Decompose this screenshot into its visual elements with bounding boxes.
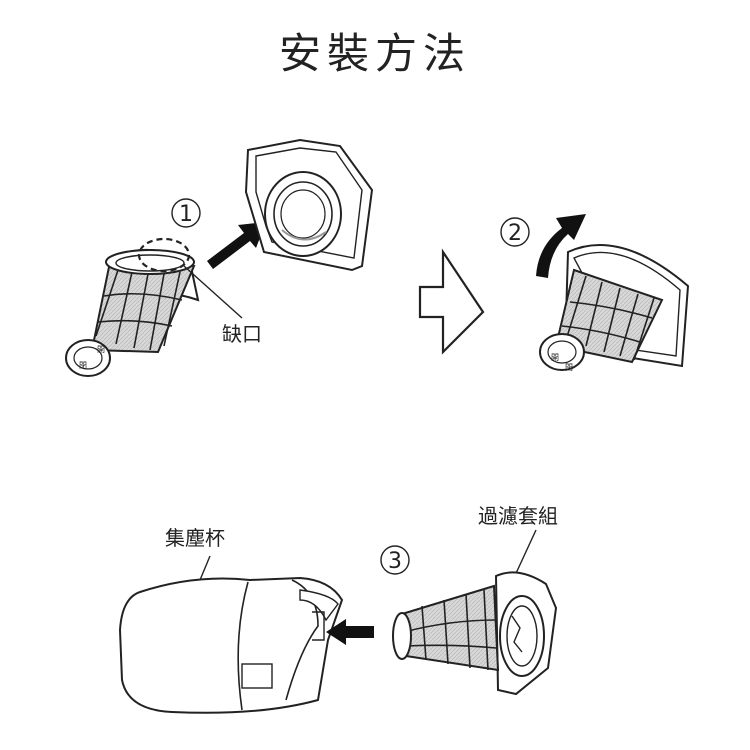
filter-seat [244,138,374,272]
assembled-filter: 開 閉 [539,244,690,372]
filter-set-label: 過濾套組 [478,504,558,528]
step-3-group: 3 集塵杯 過濾套組 [118,504,558,714]
dust-cup-label: 集塵杯 [165,526,225,550]
step-1-badge: 1 [171,198,201,228]
rotate-arrow-icon [536,214,586,278]
cap-mark-open: 開 [97,345,105,354]
cap-mark-close-2: 閉 [565,363,573,372]
notch-leader-line [183,265,243,319]
step-3-number: 3 [388,549,402,574]
filter-set [392,571,558,696]
insert-arrow-icon-3 [326,619,374,645]
step-3-badge: 3 [380,545,410,575]
insert-arrow-icon [207,222,266,269]
step-2-group: 2 開 閉 [500,214,690,372]
step-2-number: 2 [508,221,522,246]
cap-mark-open-2: 開 [551,353,559,362]
page-title: 安裝方法 [278,29,471,78]
step-1-number: 1 [179,202,193,227]
step-2-badge: 2 [500,217,530,247]
filter-cone-left: 開 閉 [65,249,200,377]
cap-mark-close: 閉 [79,361,87,370]
notch-highlight [137,237,191,273]
notch-label: 缺口 [222,322,262,346]
step-1-group: 1 開 閉 缺口 [65,138,374,377]
next-step-arrow-icon [418,248,485,355]
dust-cup [118,576,344,714]
